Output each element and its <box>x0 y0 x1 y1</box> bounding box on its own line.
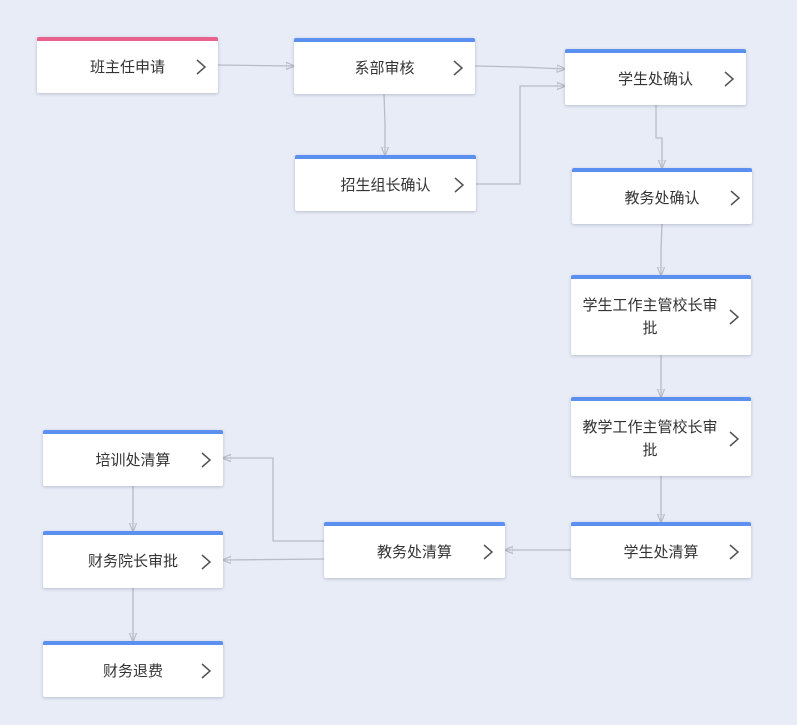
chevron-right-icon[interactable] <box>728 190 742 206</box>
node-student-office-settle[interactable]: 学生处清算 <box>571 522 751 578</box>
node-label: 教务处清算 <box>376 542 452 561</box>
connector-apply-to-dept-review <box>217 65 294 66</box>
node-department-review[interactable]: 系部审核 <box>294 38 475 94</box>
node-academic-office-settle[interactable]: 教务处清算 <box>324 522 505 578</box>
chevron-right-icon[interactable] <box>722 71 736 87</box>
node-finance-refund[interactable]: 财务退费 <box>43 641 223 697</box>
chevron-right-icon[interactable] <box>194 59 208 75</box>
node-label: 招生组长确认 <box>340 175 431 194</box>
node-academic-office-confirm[interactable]: 教务处确认 <box>572 168 752 224</box>
node-teaching-affairs-vp-approval[interactable]: 教学工作主管校长审批 <box>571 397 751 476</box>
node-label: 财务退费 <box>102 661 163 680</box>
connector-academic-office-confirm-to-student-vp-approval <box>661 223 662 275</box>
chevron-right-icon[interactable] <box>727 430 741 447</box>
node-label: 教务处确认 <box>624 188 700 207</box>
node-label: 财务院长审批 <box>87 552 178 570</box>
node-label: 学生处确认 <box>617 69 693 88</box>
node-label: 教学工作主管校长审批 <box>582 417 718 459</box>
node-label: 学生工作主管校长审批 <box>582 296 718 337</box>
node-finance-dean-approval[interactable]: 财务院长审批 <box>43 531 223 588</box>
connector-admissions-confirm-to-student-office-confirm <box>476 86 565 185</box>
node-training-office-settle[interactable]: 培训处清算 <box>43 430 223 486</box>
connector-dept-review-to-student-office-confirm <box>474 66 565 69</box>
chevron-right-icon[interactable] <box>481 544 495 560</box>
connector-academic-office-settle-to-finance-dean-approval <box>223 559 325 560</box>
chevron-right-icon[interactable] <box>727 544 741 560</box>
node-label: 学生处清算 <box>623 542 699 561</box>
node-student-affairs-vp-approval[interactable]: 学生工作主管校长审批 <box>571 275 751 355</box>
node-label: 培训处清算 <box>95 450 171 469</box>
node-label: 系部审核 <box>354 58 415 77</box>
chevron-right-icon[interactable] <box>727 309 741 325</box>
chevron-right-icon[interactable] <box>452 177 466 193</box>
chevron-right-icon[interactable] <box>451 60 465 76</box>
chevron-right-icon[interactable] <box>199 553 213 570</box>
node-class-teacher-apply[interactable]: 班主任申请 <box>37 37 218 93</box>
chevron-right-icon[interactable] <box>199 663 213 679</box>
node-label: 班主任申请 <box>89 57 165 76</box>
connector-dept-review-to-admissions-confirm <box>384 93 385 155</box>
chevron-right-icon[interactable] <box>199 452 213 468</box>
node-student-office-confirm[interactable]: 学生处确认 <box>565 49 746 105</box>
node-admissions-leader-confirm[interactable]: 招生组长确认 <box>295 155 476 211</box>
connector-academic-office-settle-to-training-office-settle <box>223 458 324 542</box>
connector-student-office-confirm-to-academic-office-confirm <box>655 105 662 168</box>
